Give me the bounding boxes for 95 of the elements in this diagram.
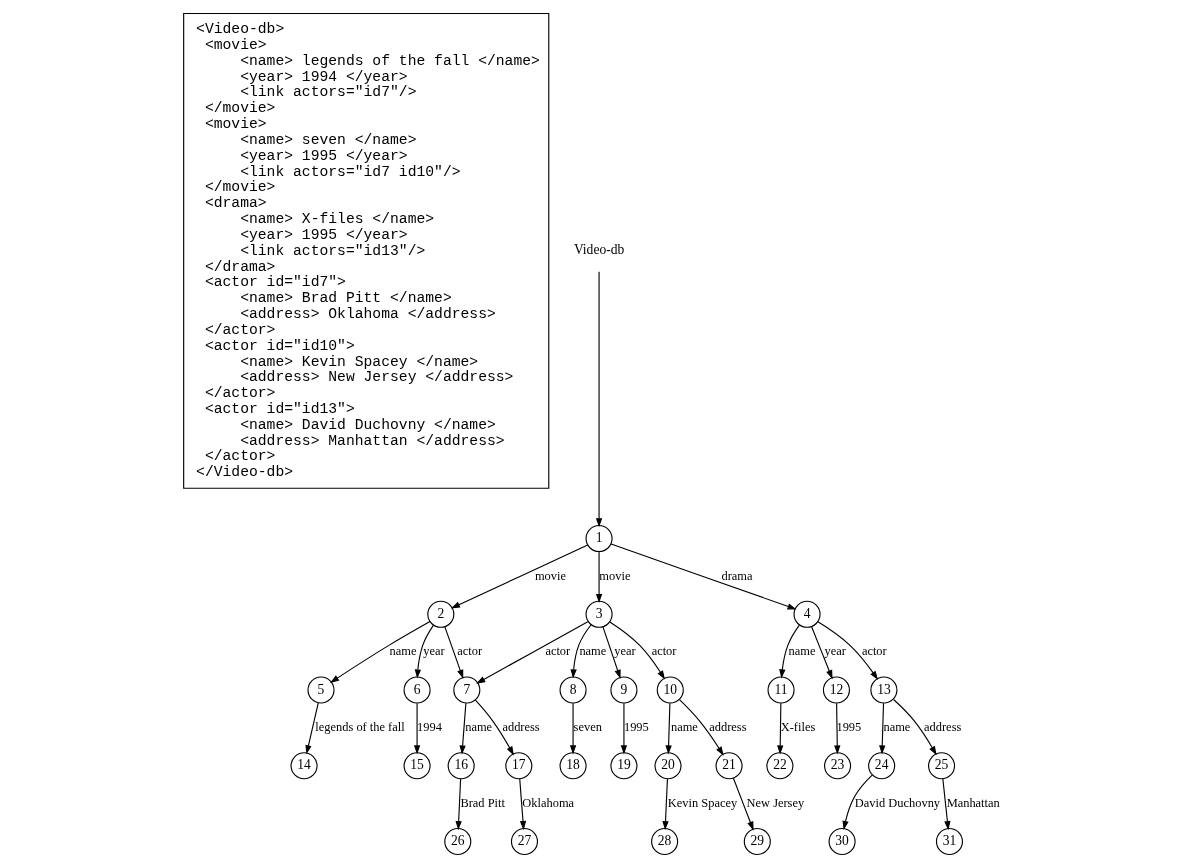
- node-circle: 1: [585, 524, 613, 552]
- arrow: [459, 702, 467, 754]
- edge-label: actor: [457, 643, 483, 658]
- edge-label: legends of the fall: [315, 719, 405, 734]
- node-circle: 9: [610, 675, 638, 704]
- arrow: [570, 623, 592, 678]
- arrow: [779, 624, 800, 678]
- edge-label: New Jersey: [746, 795, 805, 810]
- arrow: [602, 625, 621, 679]
- edge-label: Brad Pitt: [460, 795, 505, 810]
- edge-label: Manhattan: [946, 795, 1000, 810]
- arrow: [305, 701, 319, 754]
- node-circle: 30: [828, 827, 856, 855]
- arrow: [777, 702, 784, 754]
- edge-label: actor: [651, 643, 677, 658]
- node-circle: 3: [585, 600, 613, 628]
- edge-label: name: [670, 719, 698, 734]
- arrow: [476, 620, 589, 684]
- arrow: [569, 702, 577, 754]
- arrow: [609, 620, 665, 680]
- arrow: [330, 620, 431, 683]
- node-circle: 4: [793, 600, 821, 628]
- node-circle: 19: [610, 751, 638, 779]
- edge-label: 1995: [623, 719, 649, 734]
- edge-label: actor: [861, 643, 887, 658]
- arrow: [678, 698, 724, 756]
- edge-label: seven: [573, 719, 602, 734]
- edge-label: Oklahoma: [522, 795, 575, 810]
- edge-label: name: [788, 643, 816, 658]
- edge-label: address: [924, 719, 962, 734]
- arrow: [413, 702, 421, 754]
- node-circle: 15: [403, 751, 431, 779]
- arrow: [817, 620, 879, 680]
- edge-label: movie: [534, 568, 566, 583]
- node-circle: 7: [453, 675, 481, 704]
- arrow: [610, 542, 797, 609]
- edge-label: name: [465, 719, 493, 734]
- edge-label: year: [614, 643, 636, 658]
- arrow: [595, 270, 603, 527]
- node-circle: 25: [928, 751, 956, 779]
- arrow: [834, 702, 841, 754]
- node-text: Video-db: [573, 241, 625, 257]
- edge-label: 1995: [836, 719, 862, 734]
- edge-label: David Duchovny: [854, 795, 941, 810]
- arrow: [665, 702, 672, 754]
- arrow: [942, 777, 951, 830]
- edge-label: year: [423, 643, 445, 658]
- node-circle: 21: [715, 751, 743, 779]
- node-circle: 28: [651, 827, 679, 855]
- edge-label: year: [824, 643, 846, 658]
- node-circle: 18: [559, 751, 587, 779]
- arrow: [455, 777, 462, 830]
- node-circle: 2: [427, 600, 455, 628]
- node-circle: 11: [767, 675, 795, 704]
- node-circle: 29: [743, 827, 771, 855]
- arrow: [450, 543, 589, 608]
- edge-label: name: [883, 719, 911, 734]
- node-circle: 6: [403, 675, 431, 704]
- arrow: [444, 625, 464, 679]
- edge-label: X-files: [780, 719, 816, 734]
- node-box: <Video-db> <movie> <name> legends of the fall </name> <year> 1994 </year> <link actors="id7"/> </movie> <movie> <name> seven </name> <year> 1995 </year> <link actors="id7 id10"/> </movie> <drama> <name> X-files </name> <year> 1995 </year> <link actors="id13"/> </drama> <actor id="id7"> <name> Brad Pitt </name> <address> Oklahoma </address> </actor> <actor id="id10"> <name> Kevin Spacey </name> <address> New Jersey </address> </actor> <actor id="id13"> <name> David Duchovny </name> <address> Manhattan </address> </actor> </Video-db>: [183, 12, 550, 489]
- arrow: [620, 702, 628, 754]
- arrow: [519, 777, 527, 830]
- edge-label: drama: [721, 568, 753, 583]
- edge-label: 1994: [417, 719, 442, 734]
- node-circle: 10: [656, 675, 684, 704]
- node-circle: 5: [307, 675, 335, 704]
- node-circle: 27: [510, 827, 539, 855]
- arrow: [474, 699, 514, 755]
- arrow: [879, 702, 886, 754]
- arrow: [414, 624, 434, 678]
- edge-label: address: [709, 719, 747, 734]
- node-circle: 14: [290, 751, 318, 779]
- node-circle: 20: [654, 751, 682, 779]
- edge-label: address: [502, 719, 540, 734]
- edge-label: actor: [545, 643, 571, 658]
- node-circle: 24: [868, 751, 896, 779]
- node-circle: 22: [766, 751, 794, 779]
- node-circle: 13: [870, 675, 898, 704]
- arrow: [595, 550, 603, 603]
- node-circle: 12: [822, 675, 850, 704]
- node-circle: 26: [444, 827, 472, 855]
- arrow: [893, 698, 937, 755]
- node-circle: 31: [935, 827, 964, 855]
- node-circle: 8: [559, 675, 587, 704]
- node-circle: 17: [505, 751, 533, 779]
- edge-label: name: [579, 643, 607, 658]
- arrow: [732, 776, 754, 831]
- arrow: [842, 773, 873, 830]
- node-circle: 23: [824, 751, 852, 779]
- arrow: [810, 625, 833, 679]
- node-circle: 16: [447, 751, 475, 779]
- edge-label: name: [389, 643, 417, 658]
- arrow: [662, 777, 669, 830]
- edge-label: Kevin Spacey: [667, 795, 738, 810]
